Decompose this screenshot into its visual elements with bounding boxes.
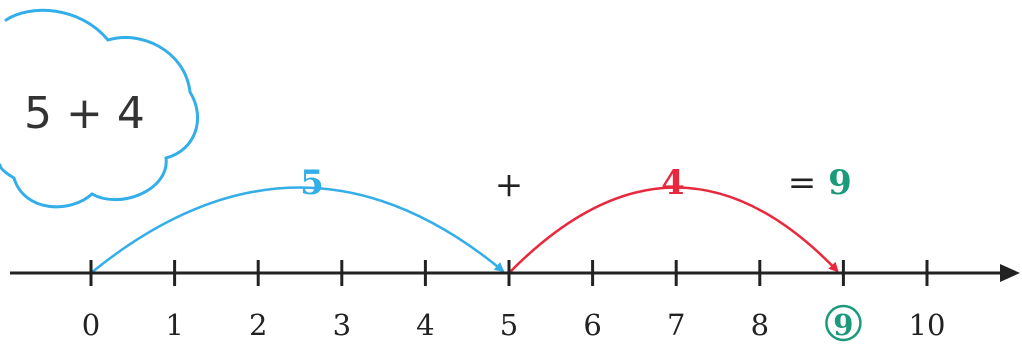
tick-label: 2 — [249, 308, 267, 342]
tick-labels: 0 1 2 3 4 5 6 7 8 9 10 — [82, 304, 946, 342]
tick-label: 8 — [751, 308, 769, 342]
tick-label: 4 — [416, 308, 434, 342]
jump-arc-first — [90, 186, 505, 274]
cloud-expression: 5 + 4 — [24, 88, 145, 139]
equation-first: 5 — [300, 163, 324, 203]
jump-arc-second — [508, 186, 839, 274]
tick-label: 5 — [500, 308, 518, 342]
thought-cloud — [0, 8, 200, 209]
tick-marks — [89, 260, 929, 286]
axis-arrow-head — [1000, 264, 1020, 282]
answer-circle — [825, 304, 862, 342]
equation-plus: + — [495, 165, 524, 205]
tick-label: 1 — [165, 308, 183, 342]
tick-label-answer: 9 — [833, 308, 853, 342]
equation-equals: = — [788, 163, 817, 203]
tick-label: 10 — [909, 308, 946, 342]
equation-result: 9 — [828, 163, 852, 203]
jump-arcs — [90, 186, 839, 274]
tick-label: 0 — [82, 308, 100, 342]
tick-label: 3 — [333, 308, 351, 342]
equation-second: 4 — [661, 163, 685, 203]
tick-label: 6 — [583, 308, 601, 342]
tick-label: 7 — [667, 308, 685, 342]
